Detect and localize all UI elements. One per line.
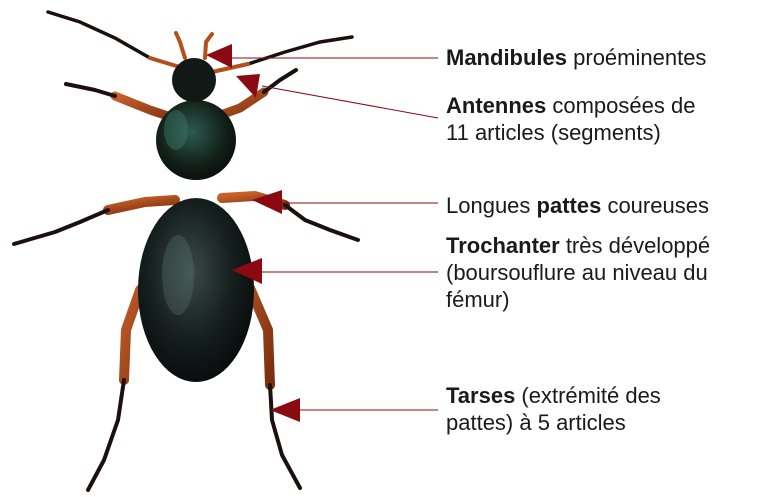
label-pattes-term: pattes	[537, 193, 602, 218]
pointer-trochanter	[232, 258, 438, 284]
antenna-right	[212, 37, 352, 72]
abdomen	[138, 198, 254, 382]
label-mandibules-term: Mandibules	[446, 45, 567, 70]
label-tarses-text: (extrémité des	[515, 383, 661, 408]
label-antennes-term: Antennes	[446, 93, 546, 118]
pointer-tarses	[270, 398, 438, 422]
label-tarses: Tarses (extrémité des pattes) à 5 articl…	[446, 382, 661, 436]
label-trochanter: Trochanter très développé (boursouflure …	[446, 232, 710, 313]
label-mandibules-text: proéminentes	[567, 45, 706, 70]
front-leg-left	[66, 84, 180, 120]
label-trochanter-line3: fémur)	[446, 286, 710, 313]
pointer-pattes	[252, 190, 438, 214]
label-tarses-term: Tarses	[446, 383, 515, 408]
label-tarses-line2: pattes) à 5 articles	[446, 409, 661, 436]
pointer-antennes	[236, 74, 438, 118]
label-antennes-text: composées de	[546, 93, 695, 118]
label-pattes-text: coureuses	[601, 193, 709, 218]
label-trochanter-term: Trochanter	[446, 233, 560, 258]
antenna-left	[48, 12, 183, 68]
label-mandibules: Mandibules proéminentes	[446, 44, 706, 71]
label-pattes: Longues pattes coureuses	[446, 192, 709, 219]
abdomen-sheen	[162, 235, 194, 315]
label-pattes-prefix: Longues	[446, 193, 537, 218]
mandibles	[176, 33, 212, 58]
label-trochanter-text: très développé	[560, 233, 710, 258]
label-antennes: Antennes composées de 11 articles (segme…	[446, 92, 695, 146]
label-antennes-line2: 11 articles (segments)	[446, 119, 695, 146]
label-trochanter-line2: (boursouflure au niveau du	[446, 259, 710, 286]
thorax-sheen	[164, 110, 188, 150]
head	[172, 58, 216, 102]
